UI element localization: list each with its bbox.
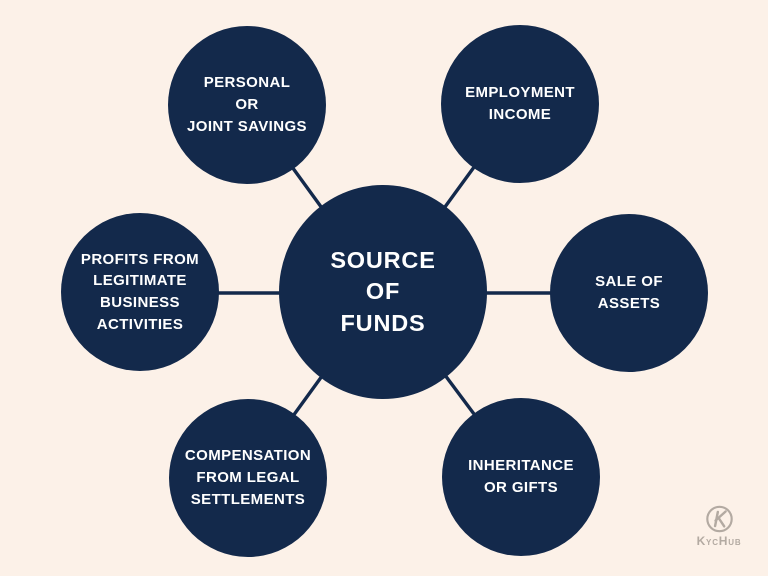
node-label: EMPLOYMENT INCOME [465, 84, 575, 123]
node-inheritance-or-gifts: INHERITANCE OR GIFTS [442, 398, 600, 556]
node-label: PERSONAL OR JOINT SAVINGS [187, 74, 307, 135]
node-label: PROFITS FROM LEGITIMATE BUSINESS ACTIVIT… [80, 250, 200, 333]
node-label: SALE OF ASSETS [595, 273, 663, 312]
node-compensation-from-legal-settlements: COMPENSATION FROM LEGAL SETTLEMENTS [169, 399, 327, 557]
node-personal-or-joint-savings: PERSONAL OR JOINT SAVINGS [168, 26, 326, 184]
node-employment-income: EMPLOYMENT INCOME [441, 25, 599, 183]
node-label: COMPENSATION FROM LEGAL SETTLEMENTS [184, 447, 312, 508]
node-profits-from-legitimate-business-activities: PROFITS FROM LEGITIMATE BUSINESS ACTIVIT… [61, 213, 219, 371]
node-sale-of-assets: SALE OF ASSETS [550, 214, 708, 372]
center-node-source-of-funds: SOURCE OF FUNDS [279, 185, 487, 399]
node-label: INHERITANCE OR GIFTS [468, 457, 574, 496]
kychub-logo-text: KycHub [696, 534, 742, 548]
kychub-logo: KycHub [684, 504, 754, 547]
center-node-label: SOURCE OF FUNDS [330, 247, 436, 336]
kychub-k-circle-icon [705, 505, 733, 533]
